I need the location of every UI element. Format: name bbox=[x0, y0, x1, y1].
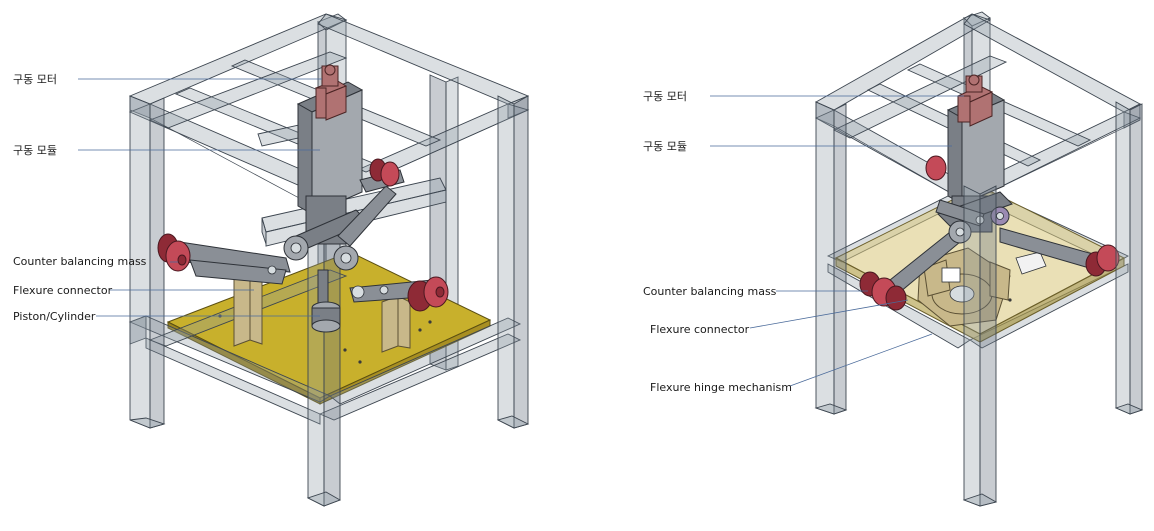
right-drive-motor bbox=[956, 74, 994, 127]
left-leader-lines bbox=[78, 78, 322, 317]
right-labels: 구동 모터 구동 모듈 Counter balancing mass Flexu… bbox=[643, 90, 792, 394]
label-right-drive-module: 구동 모듈 bbox=[643, 140, 687, 153]
right-leader-lines bbox=[710, 95, 964, 387]
label-left-drive-module: 구동 모듈 bbox=[13, 144, 57, 157]
label-left-flexure-connector: Flexure connector bbox=[13, 284, 113, 297]
leader-right-flexure-connector bbox=[749, 299, 909, 329]
left-support-posts bbox=[233, 261, 411, 353]
left-frame-bottom bbox=[128, 269, 522, 425]
label-right-drive-motor: 구동 모터 bbox=[643, 90, 687, 103]
label-left-piston-cylinder: Piston/Cylinder bbox=[13, 310, 96, 323]
left-frame-front-legs bbox=[129, 95, 530, 507]
right-assembly bbox=[814, 11, 1144, 507]
right-counter-masses bbox=[859, 155, 1120, 311]
right-flexure-hinge-mechanism bbox=[917, 247, 1047, 327]
right-arms bbox=[889, 199, 1101, 293]
label-right-flexure-hinge-mechanism: Flexure hinge mechanism bbox=[650, 381, 792, 394]
left-assembly bbox=[128, 13, 530, 507]
leader-right-flexure-hinge bbox=[789, 333, 933, 387]
label-right-counter-mass: Counter balancing mass bbox=[643, 285, 777, 298]
left-piston-cylinder bbox=[311, 269, 341, 333]
right-frame-front-legs bbox=[814, 101, 1144, 507]
left-labels: 구동 모터 구동 모듈 Counter balancing mass Flexu… bbox=[13, 73, 147, 323]
label-right-flexure-connector: Flexure connector bbox=[650, 323, 750, 336]
left-counter-masses bbox=[157, 158, 449, 312]
label-left-counter-mass: Counter balancing mass bbox=[13, 255, 147, 268]
label-left-drive-motor: 구동 모터 bbox=[13, 73, 57, 86]
left-drive-motor bbox=[314, 64, 348, 121]
